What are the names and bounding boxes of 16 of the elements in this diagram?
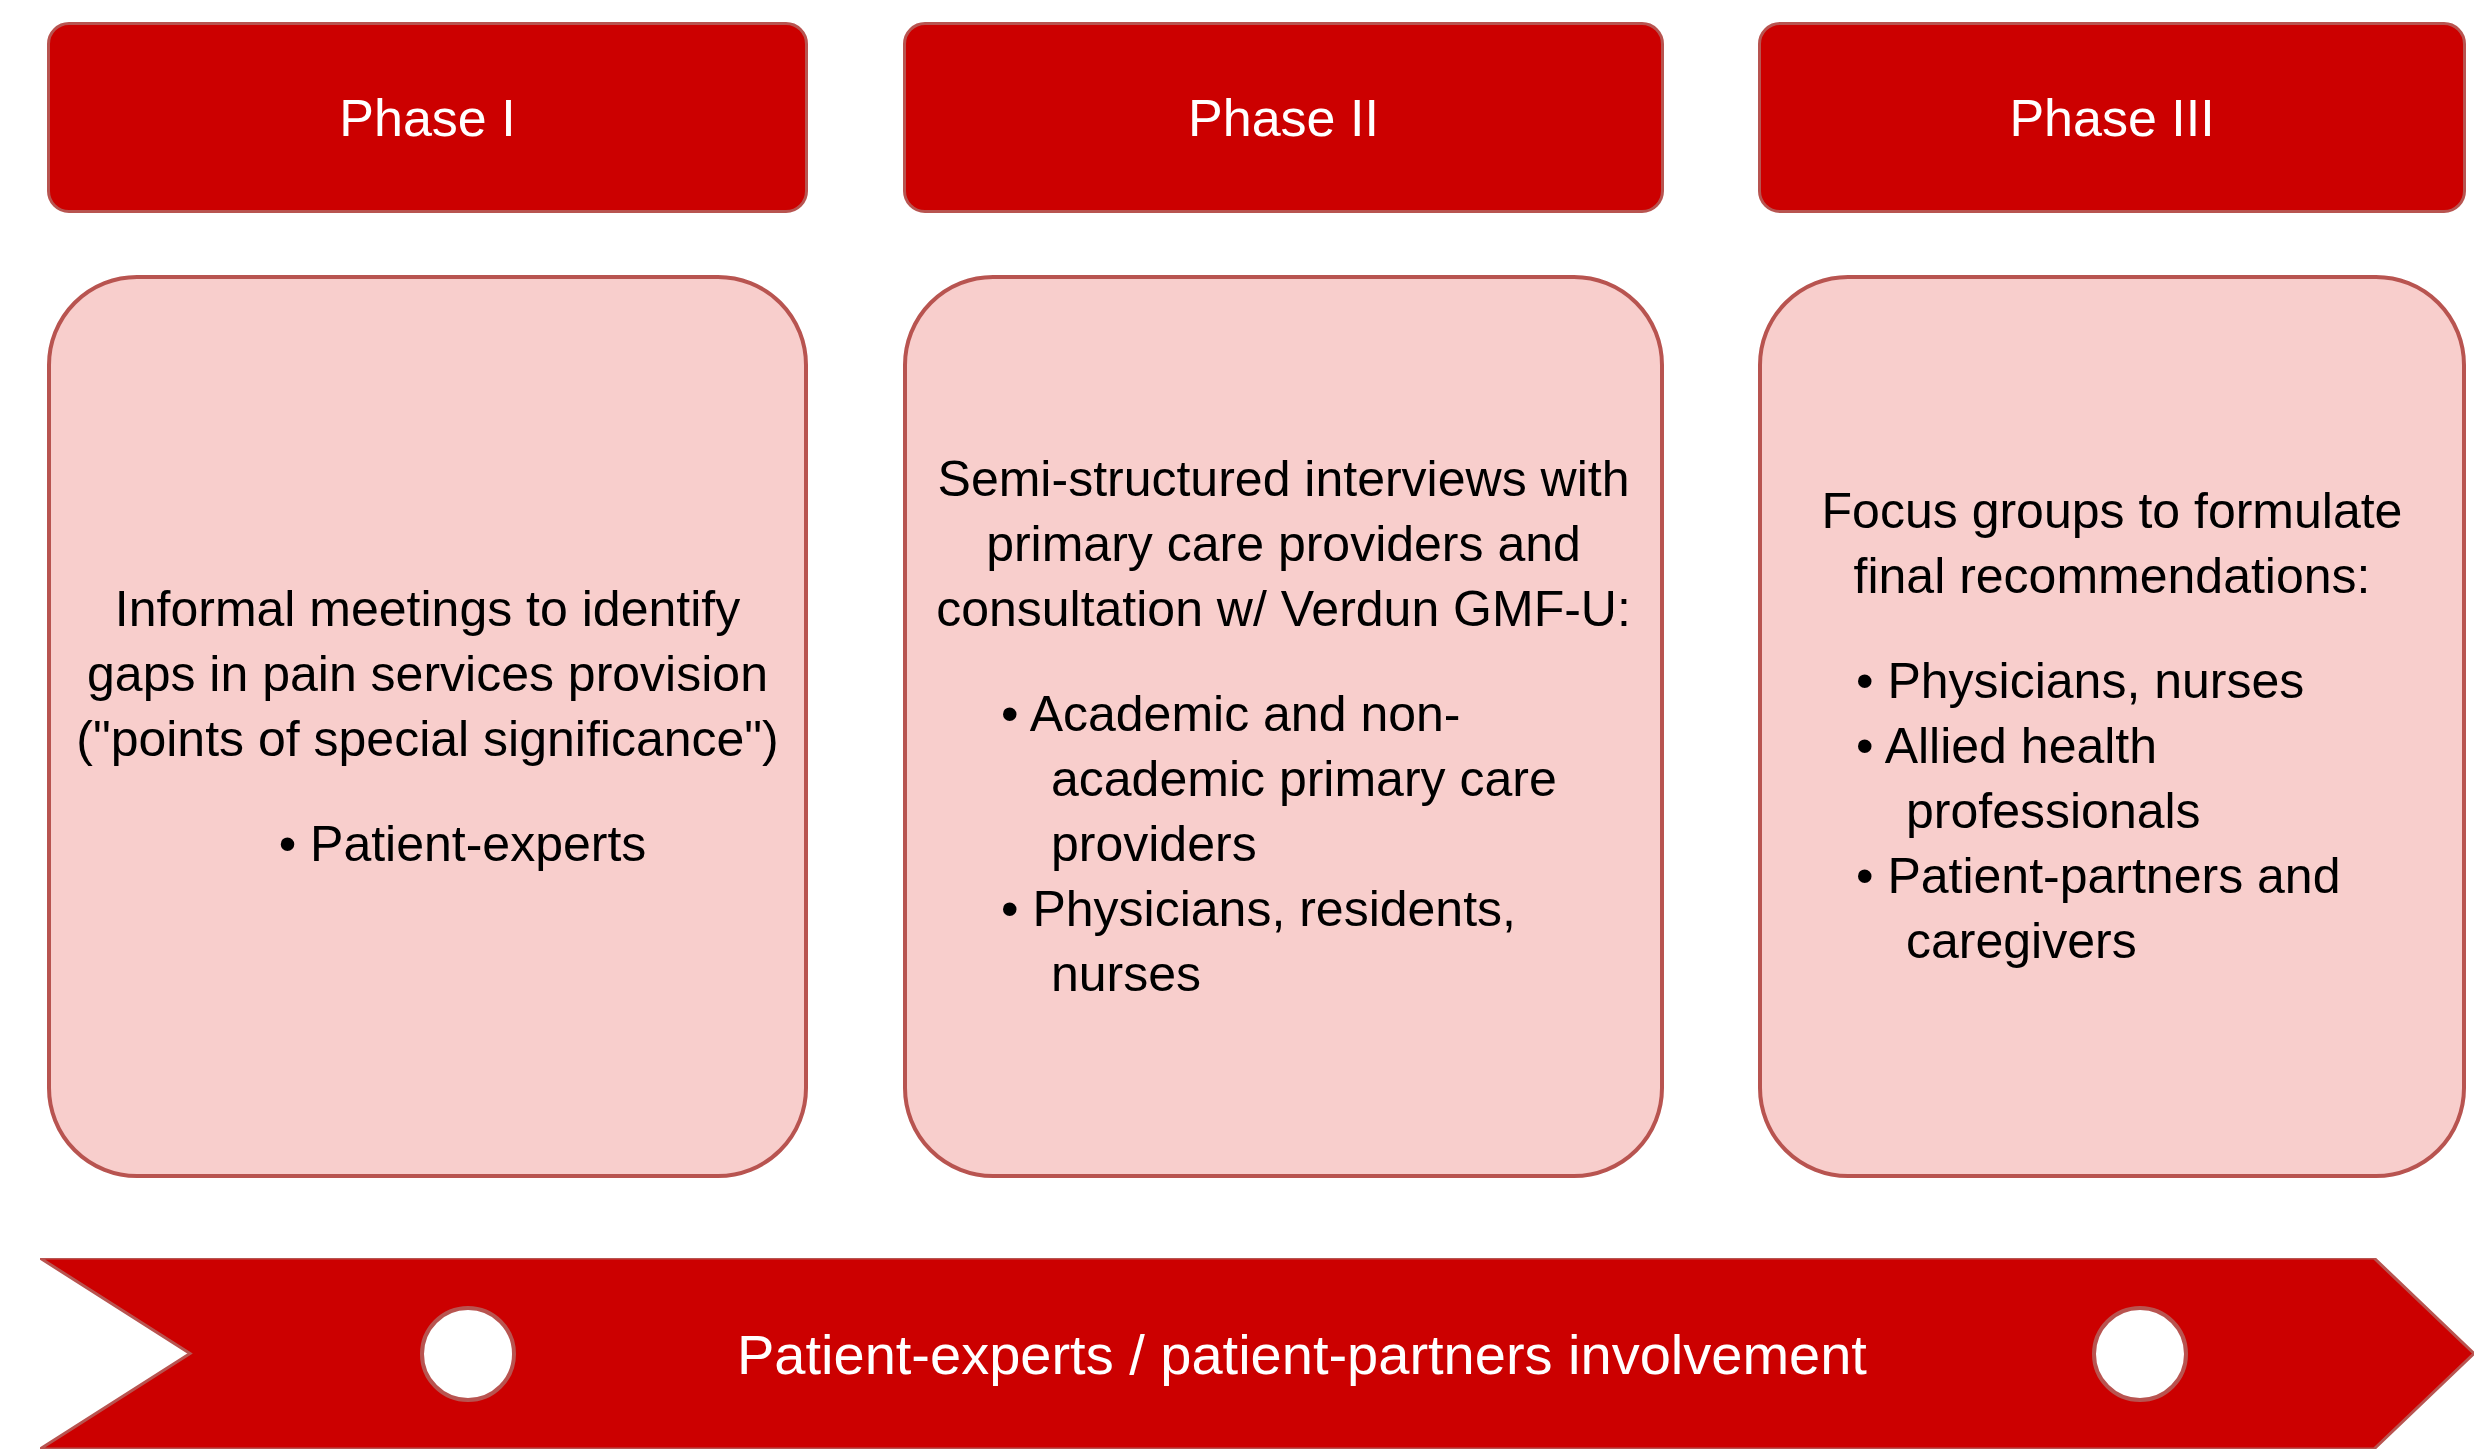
- phase-header: Phase II: [903, 22, 1664, 213]
- description-card: [1758, 275, 2466, 1178]
- phase-header: Phase III: [1758, 22, 2466, 213]
- description-text: Informal meetings to identify gaps in pain services provision ("points of special significance"): [75, 579, 780, 769]
- description-text: Semi-structured interviews with primary care providers and consultation w/ Verdun GMF-U:: [935, 449, 1632, 639]
- phase-header: Phase I: [47, 22, 808, 213]
- description-card: [47, 275, 808, 1178]
- bullet-item: • Academic and non-academic primary care providers: [1001, 684, 1558, 874]
- bullet-item: • Physicians, nurses: [1856, 652, 2306, 711]
- bullet-item: • Patient-partners and caregivers: [1856, 847, 2342, 971]
- bullet-item: • Allied health professionals: [1856, 717, 2202, 841]
- band-label: Patient-experts / patient-partners involvement: [737, 1322, 1867, 1387]
- description-text: Focus groups to formulate final recommendations:: [1820, 482, 2404, 606]
- description-card: [903, 275, 1664, 1178]
- bullet-item: • Physicians, residents, nurses: [1001, 879, 1517, 1004]
- bullet-item: • Patient-experts: [278, 814, 647, 874]
